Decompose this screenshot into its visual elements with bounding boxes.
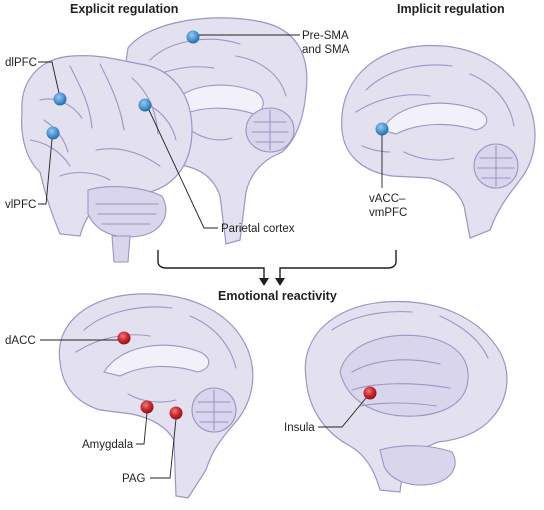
- vlpfc-node: [46, 126, 60, 140]
- brain-medial-reactivity: [58, 293, 254, 499]
- brain-medial-implicit: [341, 44, 536, 239]
- parietal-node: [138, 98, 152, 112]
- heading-implicit-regulation: Implicit regulation: [397, 2, 505, 16]
- label-parietal-cortex: Parietal cortex: [221, 223, 295, 235]
- dacc-node: [117, 331, 131, 345]
- label-dacc: dACC: [5, 335, 36, 347]
- label-amygdala: Amygdala: [82, 439, 134, 451]
- label-vacc-line2: vmPFC: [369, 207, 407, 219]
- brain-medial-explicit: [123, 17, 308, 245]
- heading-explicit-regulation: Explicit regulation: [70, 2, 178, 16]
- label-pag: PAG: [122, 473, 145, 485]
- label-insula: Insula: [284, 422, 315, 434]
- heading-emotional-reactivity: Emotional reactivity: [218, 289, 337, 303]
- amygdala-node: [140, 400, 154, 414]
- label-vlpfc: vlPFC: [5, 199, 36, 211]
- pre-sma-node: [186, 30, 200, 44]
- brain-lateral-insula: [304, 300, 508, 493]
- vacc-vmpfc-node: [375, 122, 389, 136]
- label-vacc-line1: vACC–: [369, 193, 406, 205]
- label-dlpfc: dlPFC: [5, 57, 37, 69]
- label-pre-sma-line1: Pre-SMA: [302, 30, 349, 42]
- brain-lateral-explicit: [21, 55, 193, 263]
- dlpfc-node: [53, 92, 67, 106]
- pag-node: [169, 406, 183, 420]
- insula-node: [363, 386, 377, 400]
- converging-arrows: [157, 250, 397, 286]
- leader-lines: [38, 34, 383, 479]
- label-pre-sma-line2: and SMA: [302, 44, 350, 56]
